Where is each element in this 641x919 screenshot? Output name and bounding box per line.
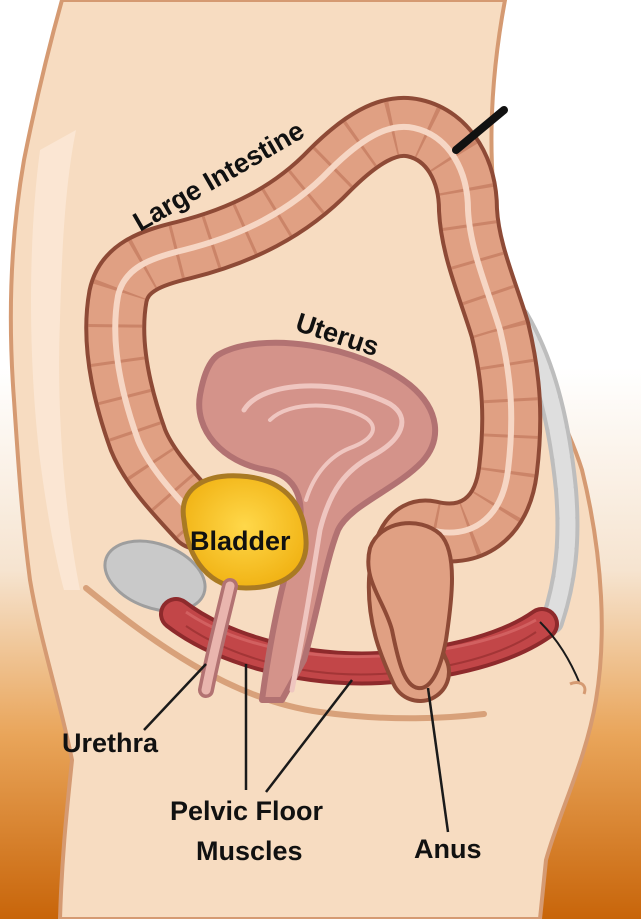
label-pelvic-floor-line1: Pelvic Floor bbox=[170, 796, 324, 826]
label-bladder: Bladder bbox=[190, 526, 291, 556]
label-anus: Anus bbox=[414, 834, 482, 864]
label-urethra: Urethra bbox=[62, 728, 159, 758]
label-pelvic-floor-line2: Muscles bbox=[196, 836, 303, 866]
